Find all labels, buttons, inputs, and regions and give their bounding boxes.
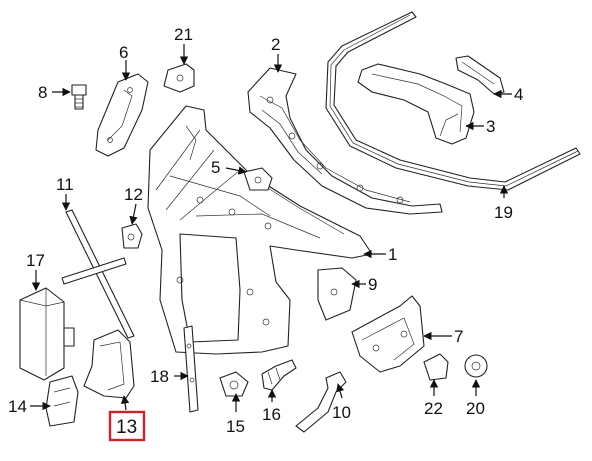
callout-labels: 1 2 3 4 5 6 7 8 9 10 11 12 14 15 16 17 1…: [8, 25, 523, 442]
callout-20: 20: [466, 399, 485, 418]
part-8-bolt: [71, 84, 87, 110]
part-12-clip: [121, 223, 143, 249]
leader-lines: [30, 44, 512, 412]
callout-12: 12: [124, 185, 143, 204]
part-13-deflector: [83, 329, 135, 399]
part-19-trim-strip: [325, 11, 581, 191]
part-15-grommet: [219, 371, 249, 397]
leader-12: [129, 203, 138, 225]
leader-13: [120, 395, 130, 411]
callout-21: 21: [174, 25, 193, 44]
callout-1: 1: [388, 245, 397, 264]
part-16-hose: [261, 359, 297, 391]
part-17-module: [19, 287, 75, 381]
part-7-bracket: [351, 295, 425, 373]
part-5-clip: [243, 167, 273, 191]
callout-8: 8: [38, 83, 47, 102]
callout-5: 5: [211, 158, 220, 177]
callout-13-highlight-box: [108, 410, 146, 442]
part-21-bracket: [163, 63, 195, 93]
callout-2: 2: [271, 35, 280, 54]
callout-10: 10: [332, 403, 351, 422]
part-10-bracket: [295, 371, 347, 433]
callout-6: 6: [119, 43, 128, 62]
callout-9: 9: [368, 275, 377, 294]
callout-18: 18: [150, 367, 169, 386]
callout-15: 15: [226, 417, 245, 436]
callout-11: 11: [56, 175, 74, 194]
callout-16: 16: [262, 405, 281, 424]
callout-13: 13: [116, 417, 137, 438]
callout-4: 4: [514, 85, 523, 104]
part-2-upper-crossmember: [247, 67, 443, 215]
leader-10: [336, 383, 345, 399]
part-14-bracket: [45, 375, 79, 427]
part-3-air-duct: [357, 63, 475, 145]
part-6-bracket: [95, 73, 149, 157]
callout-14: 14: [8, 397, 27, 416]
leader-5: [225, 166, 247, 175]
part-20-clip: [464, 354, 488, 378]
part-main-frame: [147, 105, 373, 355]
callout-7: 7: [454, 327, 463, 346]
callout-17: 17: [26, 251, 45, 270]
callout-22: 22: [424, 399, 443, 418]
part-18-bar: [183, 325, 199, 413]
callout-3: 3: [486, 117, 495, 136]
callout-19: 19: [494, 203, 513, 222]
part-22-clip: [423, 353, 449, 381]
part-4-bracket: [455, 55, 505, 95]
part-9-bracket: [317, 267, 357, 321]
